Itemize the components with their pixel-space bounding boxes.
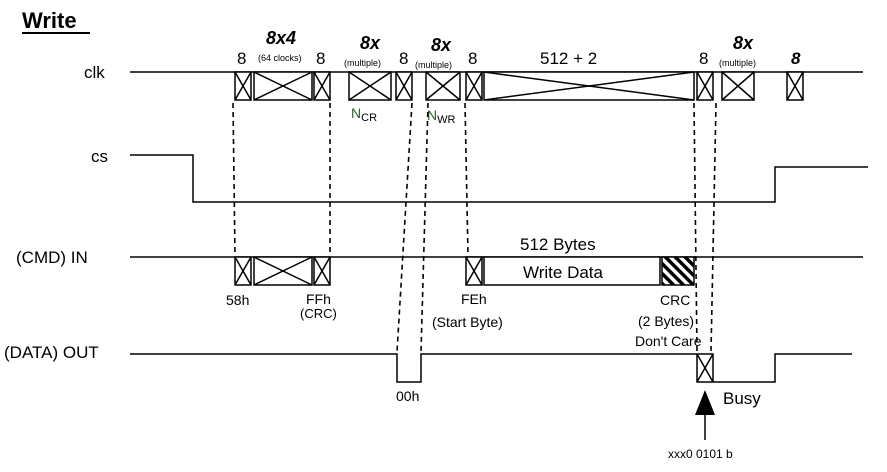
clk-box-2 xyxy=(253,71,313,101)
cmd-label-crc-note: (CRC) xyxy=(300,306,337,321)
cmd-box-data-crc xyxy=(661,256,695,286)
cmd-label-dont-care: Don't Care xyxy=(635,333,702,349)
out-label-data-response: xxx0 0101 b xyxy=(668,447,733,461)
cmd-box-write-data xyxy=(483,256,661,286)
clk-label-8-a: 8 xyxy=(237,49,246,68)
nwr-sub: WR xyxy=(437,114,455,126)
clk-label-64-clocks: (64 clocks) xyxy=(258,53,302,63)
ncr-sub: CR xyxy=(361,112,377,124)
ncr-label: NCR xyxy=(351,105,377,124)
nwr-main: N xyxy=(427,107,437,123)
cmd-box-2 xyxy=(253,256,313,286)
cmd-label-write-data: Write Data xyxy=(523,263,604,282)
clk-box-1 xyxy=(234,71,252,101)
clk-label-8-f: 8 xyxy=(791,49,801,68)
clk-label-multiple-c: (multiple) xyxy=(719,58,756,68)
clk-label-8x-a: 8x xyxy=(360,33,381,53)
data-out-response-box xyxy=(696,353,714,383)
diagram-title: Write xyxy=(22,8,77,33)
clk-box-7 xyxy=(465,71,483,101)
ncr-main: N xyxy=(351,105,361,121)
clk-box-10 xyxy=(721,71,755,101)
cmd-in-boxes xyxy=(234,256,661,286)
out-label-busy: Busy xyxy=(723,389,761,408)
signal-label-cs: cs xyxy=(91,147,108,166)
clk-box-5 xyxy=(395,71,413,101)
cmd-label-data-crc: CRC xyxy=(660,292,690,308)
clk-label-multiple-b: (multiple) xyxy=(415,60,452,70)
cmd-label-bytes: 512 Bytes xyxy=(520,235,596,254)
cmd-label-ffh: FFh xyxy=(306,291,331,307)
data-out-busy-trace xyxy=(713,353,852,383)
timing-guides xyxy=(232,102,717,353)
cmd-label-feh: FEh xyxy=(461,291,487,307)
clk-box-ncr xyxy=(348,71,392,101)
up-arrow-icon xyxy=(695,390,715,440)
clk-byte-boxes xyxy=(234,71,804,101)
clk-box-3 xyxy=(313,71,331,101)
out-label-00h: 00h xyxy=(396,388,419,404)
cmd-label-2-bytes: (2 Bytes) xyxy=(638,313,694,329)
clk-box-nwr xyxy=(425,71,461,101)
clk-box-9 xyxy=(696,71,714,101)
clk-box-11 xyxy=(786,71,804,101)
nwr-label: NWR xyxy=(427,107,456,126)
clk-label-8x-c: 8x xyxy=(733,33,754,53)
cmd-label-58h: 58h xyxy=(226,292,249,308)
signal-label-data-out: (DATA) OUT xyxy=(4,343,99,362)
signal-label-cmd-in: (CMD) IN xyxy=(16,248,88,267)
signal-label-clk: clk xyxy=(84,63,105,82)
cmd-box-1 xyxy=(234,256,252,286)
clk-label-8-d: 8 xyxy=(468,49,477,68)
cmd-label-start-byte: (Start Byte) xyxy=(432,314,503,330)
clk-box-data xyxy=(483,71,695,101)
clk-label-8x4: 8x4 xyxy=(266,28,296,48)
clk-label-multiple-a: (multiple) xyxy=(344,58,381,68)
cs-trace xyxy=(130,154,868,203)
clk-label-512-plus-2: 512 + 2 xyxy=(540,49,597,68)
clk-label-8-b: 8 xyxy=(316,49,325,68)
data-out-trace xyxy=(130,353,697,383)
clk-label-8-c: 8 xyxy=(399,49,408,68)
clk-label-8-e: 8 xyxy=(699,49,708,68)
cmd-box-start-token xyxy=(465,256,483,286)
cmd-box-3 xyxy=(313,256,331,286)
clk-label-8x-b: 8x xyxy=(431,35,452,55)
